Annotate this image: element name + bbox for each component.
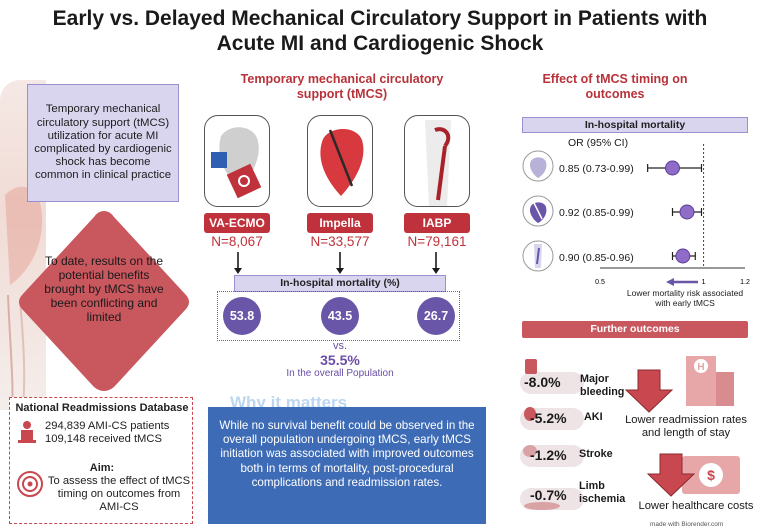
or-row-2: 0.92 (0.85-0.99): [559, 207, 634, 219]
mortality-values-box: [217, 291, 460, 341]
costs-text: Lower healthcare costs: [638, 500, 754, 512]
or-row-1: 0.85 (0.73-0.99): [559, 163, 634, 175]
axis-tick-mid: 1: [702, 279, 706, 286]
target-icon: [17, 471, 43, 497]
or-row-3: 0.90 (0.85-0.96): [559, 252, 634, 264]
axis-tick-min: 0.5: [595, 279, 605, 286]
diamond-shape: [19, 211, 189, 391]
nrd-line-1: 294,839 AMI-CS patients: [45, 420, 170, 432]
label-limb-ischemia: Limb ischemia: [579, 480, 626, 505]
forest-plot: 0.5 1 1.2: [595, 144, 750, 286]
brain-icon: [523, 445, 537, 457]
mortality-iabp: 26.7: [417, 297, 455, 335]
or-point-3: [675, 248, 691, 264]
nrd-title: National Readmissions Database: [15, 402, 189, 414]
vs-text: vs.: [332, 340, 348, 352]
effect-header: Effect of tMCS timing on outcomes: [542, 72, 688, 101]
tmcs-header: Temporary mechanical circulatory support…: [240, 72, 444, 101]
label-stroke: Stroke: [579, 448, 613, 460]
axis-tick-max: 1.2: [740, 279, 750, 286]
or-point-2: [679, 204, 695, 220]
ecmo-heart-icon: [211, 127, 262, 199]
why-it-matters-text: While no survival benefit could be obser…: [208, 407, 486, 524]
svg-text:$: $: [707, 467, 715, 483]
device-n-impella: N=33,577: [310, 234, 370, 249]
money-icon: $: [682, 456, 740, 494]
down-arrow-readmission-icon: [624, 369, 674, 413]
arrow-caption: Lower mortality risk associated with ear…: [626, 288, 744, 308]
device-label-va-ecmo: VA-ECMO: [204, 213, 270, 233]
pct-aki: -5.2%: [530, 410, 567, 426]
mortality-va-ecmo: 53.8: [223, 297, 261, 335]
impella-heart-icon: [320, 128, 364, 196]
page-title-line-1: Early vs. Delayed Mechanical Circulatory…: [52, 7, 708, 30]
label-aki: AKI: [584, 411, 603, 423]
hospital-icon: H: [686, 356, 734, 406]
impella-row-icon: [522, 195, 554, 227]
nrd-box: [9, 397, 193, 524]
svg-text:H: H: [697, 362, 704, 373]
or-header: OR (95% CI): [568, 137, 629, 149]
pct-bleeding: -8.0%: [524, 374, 561, 390]
overall-mortality-label: In the overall Population: [286, 368, 394, 379]
credit-text: made with Biorender.com: [650, 521, 724, 528]
device-label-iabp: IABP: [404, 213, 470, 233]
device-n-va-ecmo: N=8,067: [211, 234, 263, 249]
down-arrow-costs-icon: [646, 453, 696, 497]
mortality-impella: 43.5: [321, 297, 359, 335]
further-outcomes-bar: Further outcomes: [522, 321, 748, 338]
connector-arrows: [234, 252, 440, 274]
right-mortality-bar: In-hospital mortality: [522, 117, 748, 133]
intro-box: Temporary mechanical circulatory support…: [27, 84, 179, 202]
device-label-impella: Impella: [307, 213, 373, 233]
blood-bag-icon: [525, 359, 537, 374]
aim-text: To assess the effect of tMCS timing on o…: [47, 475, 191, 513]
foot-icon: [524, 502, 560, 510]
device-n-iabp: N=79,161: [407, 234, 467, 249]
ecmo-row-icon: [522, 150, 554, 182]
impella-illustration: [307, 115, 373, 207]
iabp-illustration: [404, 115, 470, 207]
bleeding-bg: [520, 372, 584, 394]
va-ecmo-illustration: [204, 115, 270, 207]
patient-bed-icon: [18, 421, 36, 443]
overall-mortality-value: 35.5%: [320, 352, 360, 368]
page-title-line-2: Acute MI and Cardiogenic Shock: [216, 32, 544, 55]
label-bleeding: Major bleeding: [580, 373, 625, 398]
nrd-line-2: 109,148 received tMCS: [45, 433, 162, 445]
diamond-text: To date, results on the potential benefi…: [44, 254, 164, 324]
aki-bg: [520, 408, 584, 430]
iabp-aorta-icon: [425, 120, 451, 206]
iabp-row-icon: [522, 240, 554, 272]
readmission-text: Lower readmission rates and length of st…: [625, 414, 747, 439]
pct-stroke: -1.2%: [530, 447, 567, 463]
aim-title: Aim:: [89, 462, 115, 474]
kidney-icon: [524, 407, 536, 421]
mid-mortality-bar: In-hospital mortality (%): [234, 275, 446, 292]
or-point-1: [665, 160, 680, 176]
pct-limb-ischemia: -0.7%: [530, 487, 567, 503]
